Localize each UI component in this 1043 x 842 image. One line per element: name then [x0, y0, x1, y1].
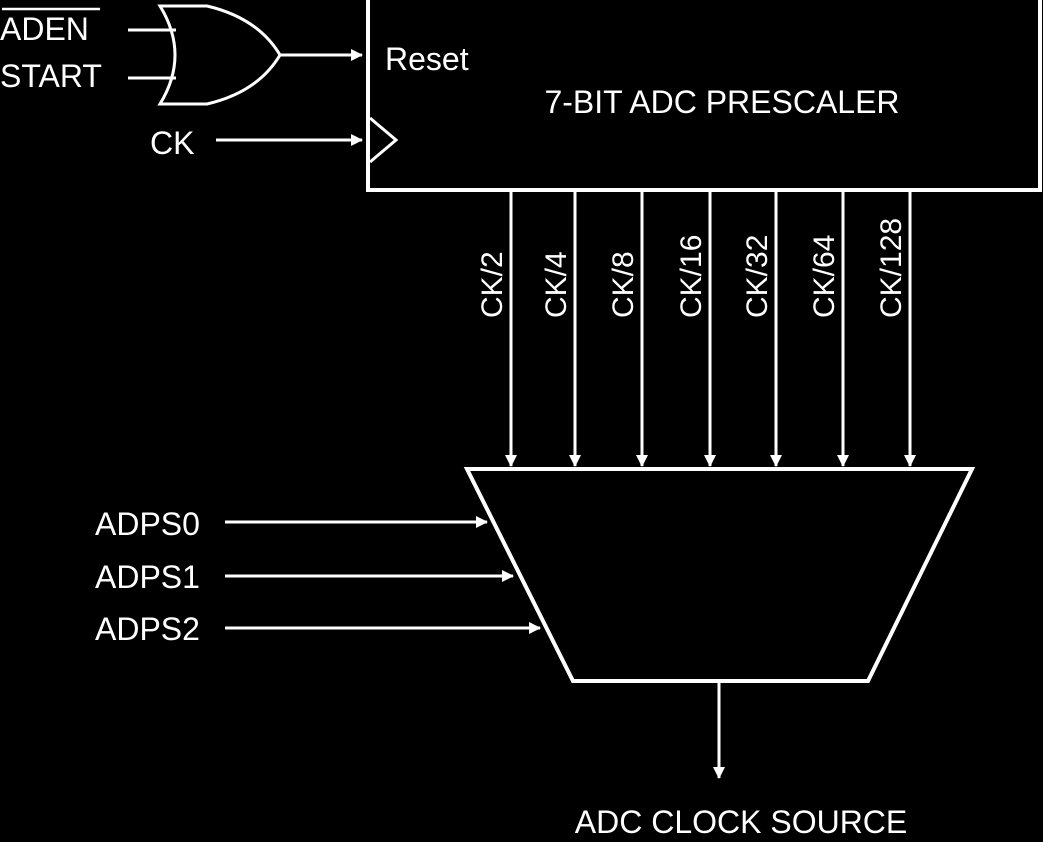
- output-label-ck16: CK/16: [675, 235, 708, 318]
- input-label-start: START: [0, 58, 102, 94]
- output-label-ck4: CK/4: [540, 251, 573, 318]
- prescaler-block: [366, 0, 1042, 192]
- select-label-adps2: ADPS2: [95, 611, 200, 647]
- input-label-ck: CK: [150, 125, 194, 161]
- reset-label: Reset: [385, 41, 469, 77]
- output-label-ck128: CK/128: [875, 218, 908, 318]
- clock-triangle-icon: [369, 116, 399, 164]
- output-label-ck32: CK/32: [741, 235, 774, 318]
- output-label-ck8: CK/8: [607, 251, 640, 318]
- prescaler-output-lines: [505, 192, 916, 467]
- multiplexer: [463, 467, 976, 683]
- select-label-adps1: ADPS1: [95, 559, 200, 595]
- prescaler-output-labels: CK/2 CK/4 CK/8 CK/16 CK/32 CK/64 CK/128: [476, 218, 908, 318]
- prescaler-title: 7-BIT ADC PRESCALER: [544, 84, 899, 120]
- output-label: ADC CLOCK SOURCE: [575, 804, 908, 840]
- or-gate-body: [157, 4, 282, 106]
- output-label-ck64: CK/64: [808, 235, 841, 318]
- or-gate: [128, 4, 363, 106]
- input-label-aden: ADEN: [0, 11, 89, 47]
- output-label-ck2: CK/2: [476, 251, 509, 318]
- select-label-adps0: ADPS0: [95, 506, 200, 542]
